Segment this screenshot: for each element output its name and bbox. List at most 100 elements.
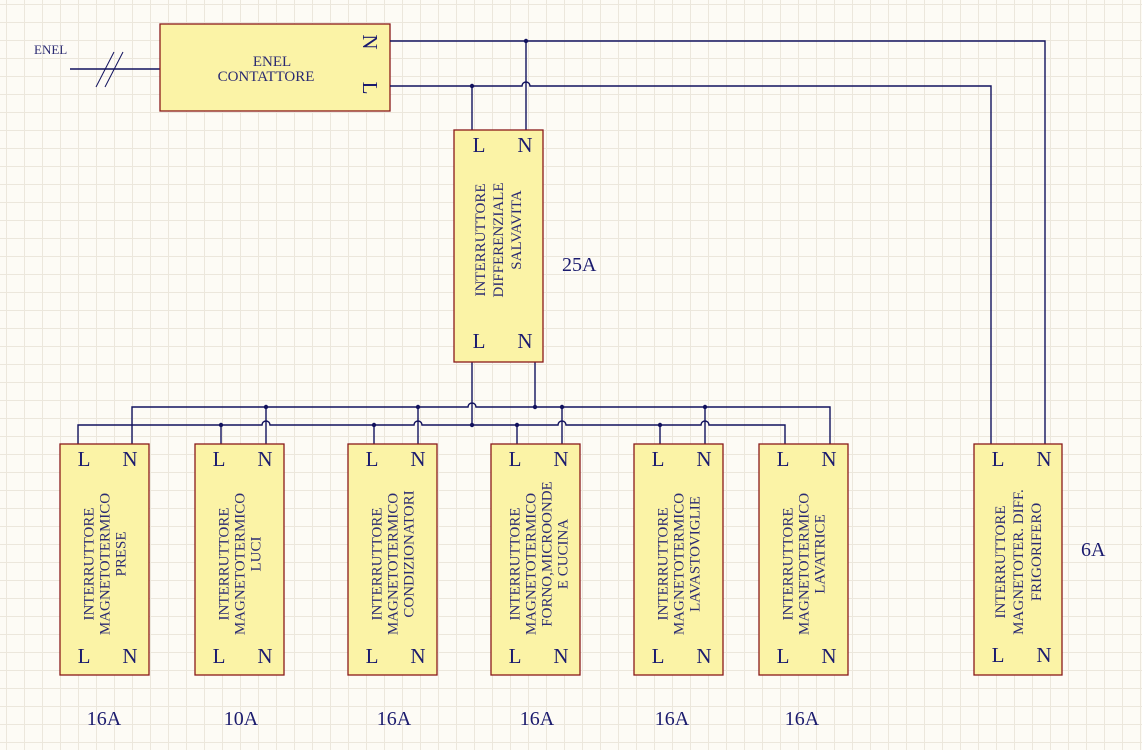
branch-breaker-rating: 16A — [785, 708, 820, 730]
contactor-pin-n: N — [358, 34, 382, 49]
breaker-label-line: MAGNETOTERMICO — [672, 493, 688, 635]
breaker-box — [194, 443, 285, 676]
breaker-label-line: INTERRUTTORE — [781, 507, 797, 620]
junction — [523, 38, 529, 44]
branch-breaker-rating: 10A — [224, 708, 259, 730]
junction — [371, 422, 377, 428]
breaker-label-line: INTERRUTTORE — [82, 507, 98, 620]
breaker-label-line: INTERRUTTORE — [370, 507, 386, 620]
pin-n-bottom: N — [821, 644, 836, 668]
pin-n-bottom: N — [122, 644, 137, 668]
pin-n-bottom: N — [257, 644, 272, 668]
breaker-box — [633, 443, 724, 676]
breaker-label-line: LAVASTOVIGLIE — [688, 496, 704, 612]
contactor-pin-l: L — [358, 82, 382, 95]
junction — [559, 404, 565, 410]
junction — [657, 422, 663, 428]
breaker-label-line: INTERRUTTORE — [473, 183, 489, 296]
main-wiring — [77, 38, 1046, 444]
breaker-label-line: CONDIZIONATORI — [402, 490, 418, 617]
breaker-label-line: MAGNETOTER. DIFF. — [1011, 489, 1027, 635]
pin-n-top: N — [696, 447, 711, 471]
breaker-label-line: MAGNETOTERMICO — [524, 493, 540, 635]
pin-l-top: L — [78, 447, 91, 471]
pin-n-bottom: N — [517, 329, 532, 353]
junction — [532, 404, 538, 410]
breaker-label-line: INTERRUTTORE — [508, 507, 524, 620]
pin-l-top: L — [509, 447, 522, 471]
pin-l-top: L — [213, 447, 226, 471]
breaker-box — [758, 443, 849, 676]
pin-n-bottom: N — [553, 644, 568, 668]
pin-l-bottom: L — [652, 644, 665, 668]
breaker-label-line: LUCI — [249, 537, 265, 572]
main-breaker-rating: 25A — [562, 254, 597, 276]
pin-n-top: N — [821, 447, 836, 471]
pin-l-top: L — [777, 447, 790, 471]
breaker-box — [973, 443, 1063, 676]
junction — [702, 404, 708, 410]
pin-l-bottom: L — [78, 644, 91, 668]
breaker-label-line: MAGNETOTERMICO — [797, 493, 813, 635]
pin-n-bottom: N — [696, 644, 711, 668]
contactor-title-2: CONTATTORE — [218, 69, 315, 85]
pin-l-bottom: L — [509, 644, 522, 668]
branch-breaker-rating: 16A — [655, 708, 690, 730]
breaker-label-line: FRIGORIFERO — [1029, 503, 1045, 602]
supply-label: ENEL — [34, 42, 67, 57]
pin-l-bottom: L — [213, 644, 226, 668]
breaker-box — [490, 443, 581, 676]
contactor-title-1: ENEL — [253, 54, 291, 70]
enel-contactor[interactable]: ENEL CONTATTORE N L — [159, 23, 391, 112]
pin-n-top: N — [517, 133, 532, 157]
fridge-breaker-rating: 6A — [1081, 539, 1106, 561]
breaker-label-line: MAGNETOTERMICO — [386, 493, 402, 635]
breaker-label-line: MAGNETOTERMICO — [233, 493, 249, 635]
junction — [415, 404, 421, 410]
breaker-label-line: MAGNETOTERMICO — [98, 493, 114, 635]
breaker-box — [347, 443, 438, 676]
branch-breaker-rating: 16A — [377, 708, 412, 730]
breaker-label-line: INTERRUTTORE — [993, 505, 1009, 618]
junction — [514, 422, 520, 428]
pin-l-bottom: L — [777, 644, 790, 668]
breaker-label-line: LAVATRICE — [813, 514, 829, 593]
fridge-breaker[interactable]: L N L N INTERRUTTORE MAGNETOTER. DIFF. F… — [973, 443, 1063, 676]
junction — [469, 83, 475, 89]
pin-n-top: N — [1036, 447, 1051, 471]
breaker-label-line: FORNO,MICROONDE — [540, 481, 556, 626]
main-differential-breaker[interactable]: L N L N INTERRUTTORE DIFFERENZIALE SALVA… — [453, 129, 544, 363]
pin-l-bottom: L — [473, 329, 486, 353]
pin-l-bottom: L — [992, 643, 1005, 667]
pin-l-top: L — [652, 447, 665, 471]
breaker-label-line: INTERRUTTORE — [656, 507, 672, 620]
breaker-label-line: PRESE — [114, 531, 130, 576]
contactor-box — [159, 23, 391, 112]
pin-n-top: N — [410, 447, 425, 471]
breaker-label-line: DIFFERENZIALE — [491, 183, 507, 298]
pin-l-top: L — [366, 447, 379, 471]
pin-l-bottom: L — [366, 644, 379, 668]
neutral-bus — [131, 402, 831, 444]
two-phase-slash-icon — [104, 51, 124, 88]
breaker-label-line: SALVAVITA — [509, 190, 525, 270]
two-phase-slash-icon — [95, 51, 115, 88]
breaker-label-line: E CUCINA — [556, 519, 572, 590]
junction — [469, 422, 475, 428]
pin-n-top: N — [257, 447, 272, 471]
pin-n-bottom: N — [1036, 643, 1051, 667]
line-bus — [77, 420, 786, 444]
junction — [263, 404, 269, 410]
line-main-wire — [390, 81, 992, 444]
pin-n-top: N — [122, 447, 137, 471]
pin-n-bottom: N — [410, 644, 425, 668]
branch-breaker-rating: 16A — [87, 708, 122, 730]
